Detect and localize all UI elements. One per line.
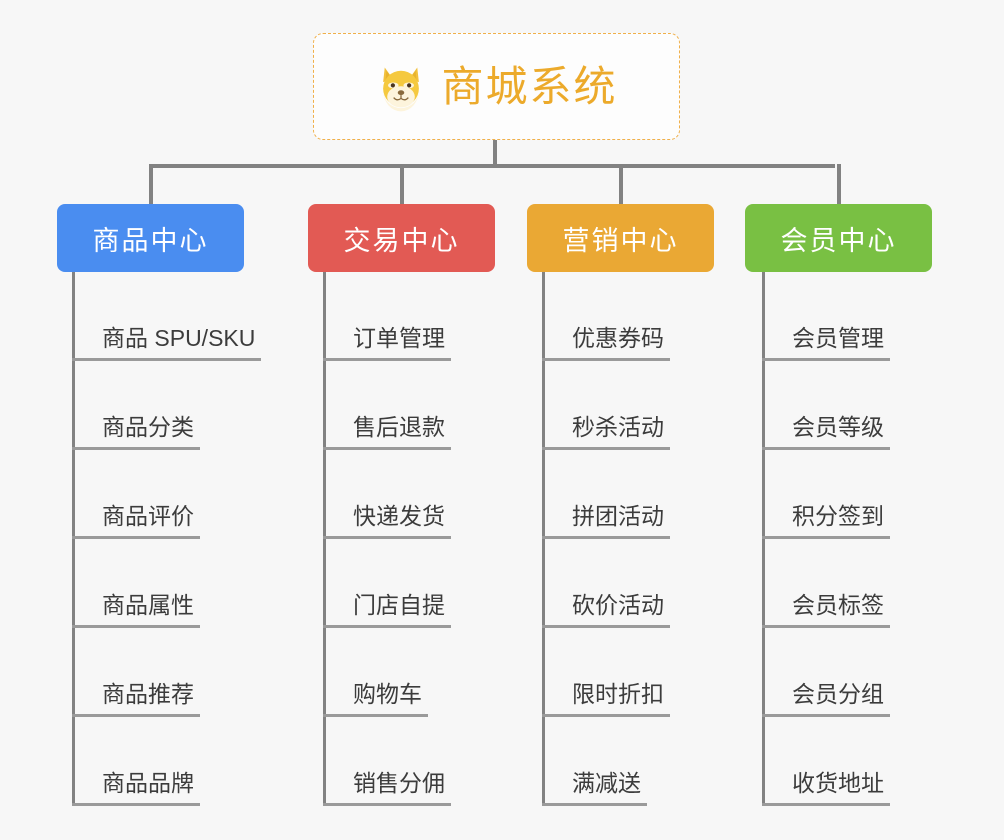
branch-item[interactable]: 优惠券码 — [542, 272, 670, 361]
branch-item[interactable]: 快递发货 — [323, 450, 451, 539]
category-header-label: 会员中心 — [780, 225, 897, 256]
branch-item[interactable]: 商品评价 — [72, 450, 200, 539]
branch-item-label: 商品分类 — [72, 414, 200, 450]
connector-drop-2 — [399, 164, 404, 204]
connector-horizontal-bus — [149, 164, 835, 168]
branch-item[interactable]: 商品推荐 — [72, 628, 200, 717]
branch-item[interactable]: 商品分类 — [72, 361, 200, 450]
root-title: 商城系统 — [441, 62, 618, 110]
branch-item[interactable]: 会员管理 — [762, 272, 890, 361]
branch-item-label: 会员标签 — [762, 592, 890, 628]
branch-item[interactable]: 售后退款 — [323, 361, 451, 450]
branch-item-label: 满减送 — [542, 770, 647, 806]
branch-item[interactable]: 会员标签 — [762, 539, 890, 628]
category-header-3[interactable]: 营销中心 — [527, 204, 714, 272]
branch-item-label: 拼团活动 — [542, 503, 670, 539]
category-header-label: 营销中心 — [562, 225, 679, 256]
branch-item[interactable]: 积分签到 — [762, 450, 890, 539]
branch-item-label: 售后退款 — [323, 414, 451, 450]
branch-item-label: 商品品牌 — [72, 770, 200, 806]
category-header-2[interactable]: 交易中心 — [308, 204, 495, 272]
branch-item[interactable]: 商品属性 — [72, 539, 200, 628]
branch-item[interactable]: 购物车 — [323, 628, 428, 717]
branch-item-label: 积分签到 — [762, 503, 890, 539]
branch-item-label: 快递发货 — [323, 503, 451, 539]
branch-item-label: 会员管理 — [762, 325, 890, 361]
branch-spine — [72, 272, 75, 806]
branch-item[interactable]: 拼团活动 — [542, 450, 670, 539]
category-header-4[interactable]: 会员中心 — [745, 204, 932, 272]
branch-item-label: 购物车 — [323, 681, 428, 717]
branch-item-label: 秒杀活动 — [542, 414, 670, 450]
branch-item[interactable]: 商品品牌 — [72, 717, 200, 806]
root-node[interactable]: 商城系统 — [313, 33, 680, 140]
connector-drop-3 — [618, 164, 623, 204]
branch-item-label: 限时折扣 — [542, 681, 670, 717]
branch-item[interactable]: 砍价活动 — [542, 539, 670, 628]
branch-item[interactable]: 限时折扣 — [542, 628, 670, 717]
branch-item[interactable]: 商品 SPU/SKU — [72, 272, 262, 361]
shiba-dog-face-icon — [383, 67, 420, 111]
category-header-label: 商品中心 — [92, 225, 209, 256]
branch-spine — [323, 272, 326, 806]
branch-item[interactable]: 秒杀活动 — [542, 361, 670, 450]
branch-item-label: 会员等级 — [762, 414, 890, 450]
branch-spine — [542, 272, 545, 806]
category-header-1[interactable]: 商品中心 — [57, 204, 244, 272]
connector-drop-4 — [836, 164, 841, 204]
branch-item-label: 砍价活动 — [542, 592, 670, 628]
branch-item-label: 会员分组 — [762, 681, 890, 717]
branch-item-label: 商品评价 — [72, 503, 200, 539]
branch-item[interactable]: 会员等级 — [762, 361, 890, 450]
connector-root-stem — [493, 140, 497, 167]
branch-item-label: 商品属性 — [72, 592, 200, 628]
branch-item-label: 收货地址 — [762, 770, 890, 806]
branch-item[interactable]: 收货地址 — [762, 717, 890, 806]
branch-item[interactable]: 门店自提 — [323, 539, 451, 628]
branch-item-label: 商品 SPU/SKU — [72, 325, 262, 361]
branch-item[interactable]: 订单管理 — [323, 272, 451, 361]
connector-drop-1 — [148, 164, 153, 204]
branch-item[interactable]: 销售分佣 — [323, 717, 451, 806]
branch-item-label: 门店自提 — [323, 592, 451, 628]
category-header-label: 交易中心 — [343, 225, 460, 256]
branch-item-label: 优惠券码 — [542, 325, 670, 361]
branch-item-label: 订单管理 — [323, 325, 451, 361]
branch-item[interactable]: 会员分组 — [762, 628, 890, 717]
branch-item-label: 销售分佣 — [323, 770, 451, 806]
branch-spine — [762, 272, 765, 806]
branch-item[interactable]: 满减送 — [542, 717, 647, 806]
branch-item-label: 商品推荐 — [72, 681, 200, 717]
